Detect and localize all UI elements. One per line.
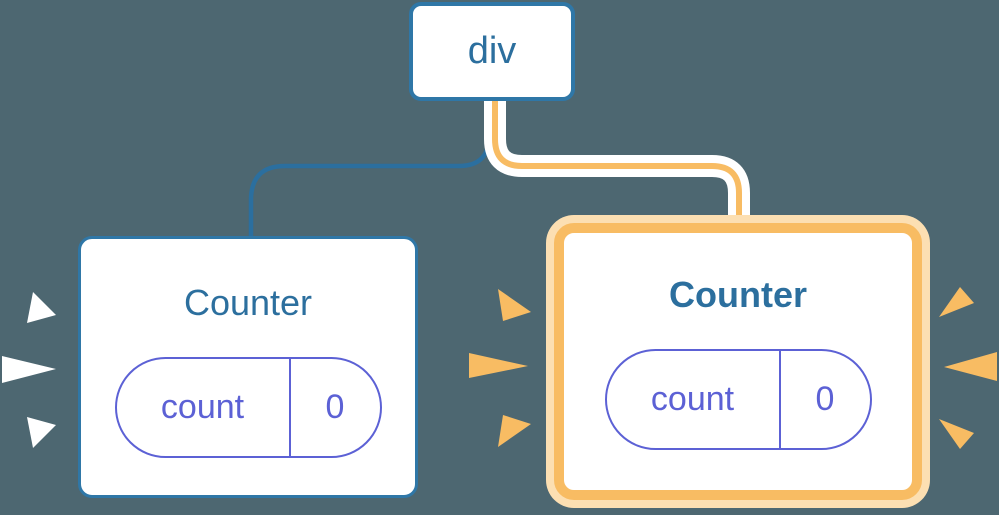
flash-tick-icon [939,419,974,449]
state-pill: count 0 [114,357,382,458]
counter-node-left: Counter count 0 [78,236,418,498]
state-value: 0 [325,388,345,426]
root-node-label: div [467,30,517,72]
counter-node-right-highlighted: Counter count 0 [554,223,922,500]
render-flash-left-counter [2,292,56,448]
flash-tick-icon [939,287,974,317]
connector-right-casing [484,99,750,221]
flash-tick-icon [27,292,56,323]
state-name: count [160,388,245,426]
flash-tick-icon [2,356,56,383]
connector-right-edge [492,99,742,230]
flash-tick-icon [469,353,528,378]
render-flash-right-counter-left-side [469,289,531,447]
state-value: 0 [815,380,835,418]
flash-tick-icon [498,415,531,447]
connector-left-edge [248,100,492,239]
counter-title: Counter [183,282,313,323]
state-name: count [650,380,735,418]
state-name-cell: count [607,351,781,448]
state-value-cell: 0 [781,351,870,448]
root-node: div [409,2,575,101]
state-value-cell: 0 [291,359,380,456]
state-name-cell: count [117,359,291,456]
state-pill: count 0 [604,349,872,450]
flash-tick-icon [944,352,997,381]
flash-tick-icon [498,289,531,321]
flash-tick-icon [27,417,56,448]
render-flash-right-counter-right-side [939,287,997,449]
counter-title: Counter [669,274,807,315]
